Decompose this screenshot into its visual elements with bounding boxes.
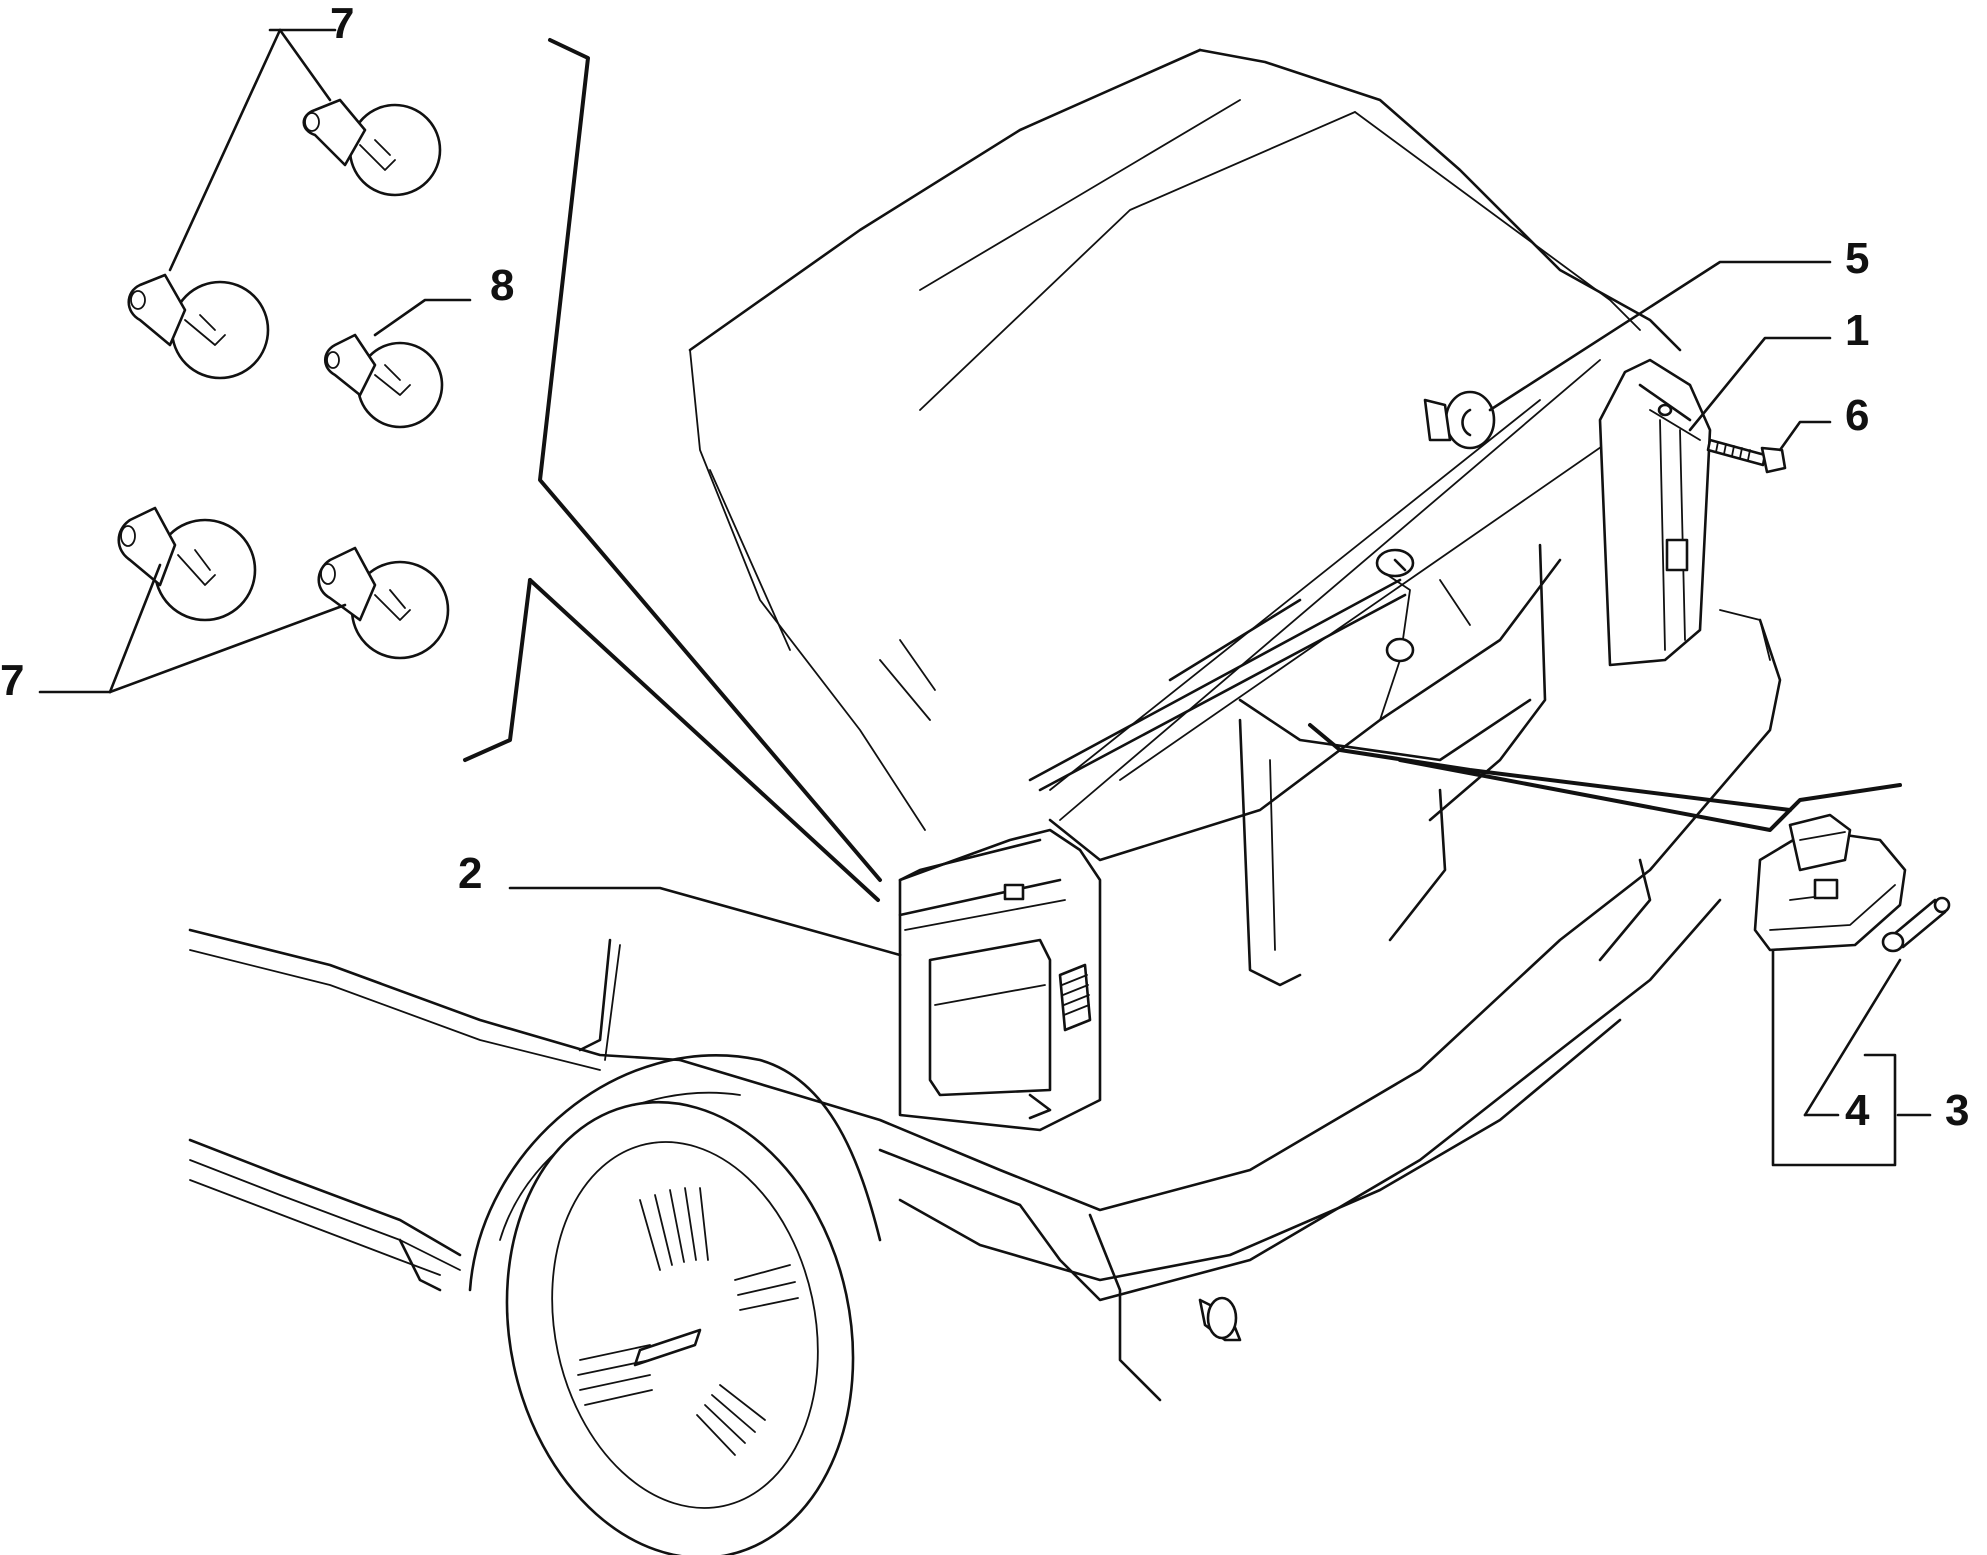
bulb-bottom-left: [117, 506, 257, 622]
bulb-top: [302, 98, 442, 197]
bulb-left: [127, 273, 270, 380]
car-body: [188, 48, 1782, 1402]
plate-lamp: [1753, 813, 1951, 953]
plastic-clip: [1423, 390, 1496, 450]
callout-7-bottom: 7: [0, 656, 24, 705]
callout-8: 8: [490, 261, 514, 310]
callout-1: 1: [1845, 306, 1869, 355]
callout-2: 2: [458, 849, 482, 898]
tail-light-left: [898, 828, 1102, 1132]
leader-lines: [38, 28, 1932, 1167]
callout-4: 4: [1845, 1086, 1870, 1135]
screw: [1706, 438, 1787, 474]
callout-5: 5: [1845, 234, 1869, 283]
callout-6: 6: [1845, 391, 1869, 440]
callout-labels: 7 8 7 5 1 6 2 4 3: [0, 0, 1969, 1135]
callout-3: 3: [1945, 1086, 1969, 1135]
rear-wiper: [1028, 548, 1415, 792]
rear-wheel: [468, 1054, 882, 1555]
callout-7-top: 7: [330, 0, 354, 48]
tail-light-right: [1598, 358, 1712, 667]
bulb-8: [323, 333, 444, 429]
bulb-bottom-right: [317, 546, 450, 660]
